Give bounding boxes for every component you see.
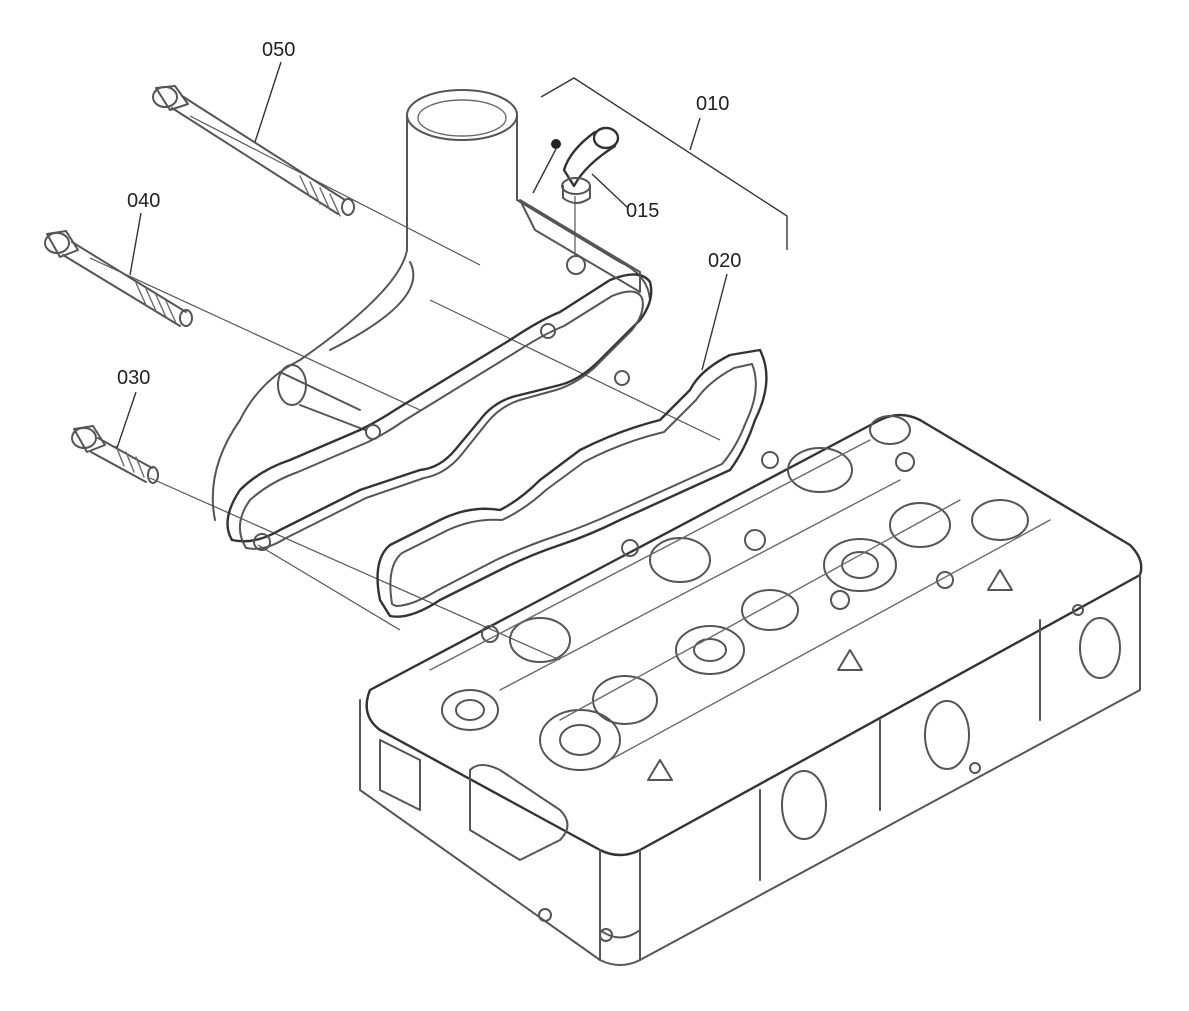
label-030: 030 — [117, 367, 150, 389]
leader-lines — [116, 61, 728, 449]
label-040: 040 — [127, 190, 160, 212]
cylinder-head — [359, 413, 1143, 966]
assembly-axis-lines — [89, 115, 721, 661]
label-015: 015 — [626, 200, 659, 222]
elbow-fitting[interactable] — [532, 126, 620, 204]
assembly-bracket-010 — [540, 77, 788, 250]
bolt-030[interactable] — [71, 425, 159, 484]
water-outlet-housing[interactable] — [211, 89, 653, 551]
label-010: 010 — [696, 93, 729, 115]
label-020: 020 — [708, 250, 741, 272]
bolt-040[interactable] — [44, 230, 193, 327]
label-050: 050 — [262, 39, 295, 61]
bolt-050[interactable] — [152, 85, 355, 217]
gasket[interactable] — [376, 348, 768, 618]
